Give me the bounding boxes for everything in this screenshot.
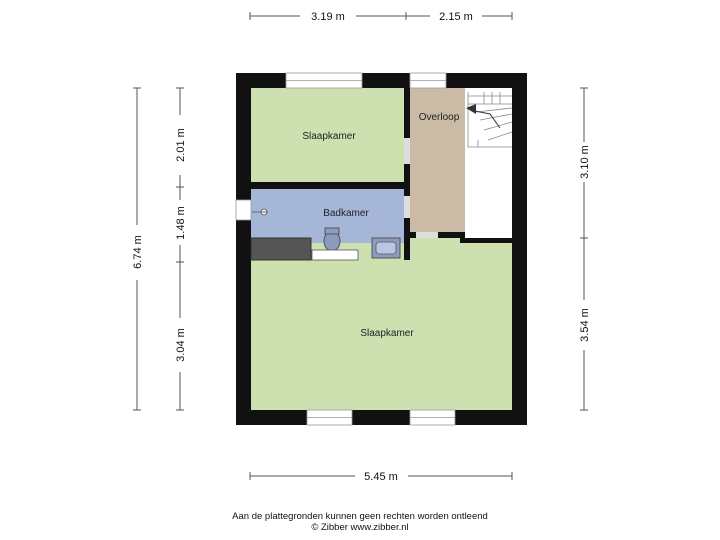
room-overloop <box>410 88 465 238</box>
room-label-slaapkamer-top: Slaapkamer <box>302 131 356 142</box>
dim-top-left: 3.19 m <box>311 11 345 23</box>
interior-wall <box>404 238 410 260</box>
dim-right-seg2: 3.54 m <box>579 308 591 342</box>
cabinet <box>251 238 311 260</box>
room-label-overloop: Overloop <box>419 112 460 123</box>
stairs <box>467 92 513 148</box>
dim-right-seg1: 3.10 m <box>579 145 591 179</box>
stair-arrow <box>469 109 501 129</box>
room-slaapkamer-bottom <box>251 243 512 410</box>
door-opening <box>404 138 410 164</box>
dim-left-seg2: 1.48 m <box>175 206 187 240</box>
dim-left-total: 6.74 m <box>132 235 144 269</box>
windows <box>235 72 456 426</box>
stairwell <box>465 88 512 238</box>
door-opening <box>416 232 438 238</box>
door-opening <box>404 196 410 218</box>
interior-wall <box>251 182 404 189</box>
doorway <box>410 238 460 243</box>
dim-left-seg1: 2.01 m <box>175 128 187 162</box>
dim-left-seg3: 3.04 m <box>175 328 187 362</box>
footer-copyright: © Zibber www.zibber.nl <box>311 522 409 533</box>
room-slaapkamer-top <box>251 88 404 182</box>
dimension-lines <box>133 12 588 480</box>
room-label-badkamer: Badkamer <box>323 208 369 219</box>
dim-top-right: 2.15 m <box>439 11 473 23</box>
dim-bottom-total: 5.45 m <box>364 471 398 483</box>
footer-disclaimer: Aan de plattegronden kunnen geen rechten… <box>232 511 488 522</box>
arrow-head-icon <box>466 104 476 114</box>
interior-wall <box>410 238 512 243</box>
room-label-slaapkamer-bottom: Slaapkamer <box>360 328 414 339</box>
bath-edge <box>311 249 359 261</box>
